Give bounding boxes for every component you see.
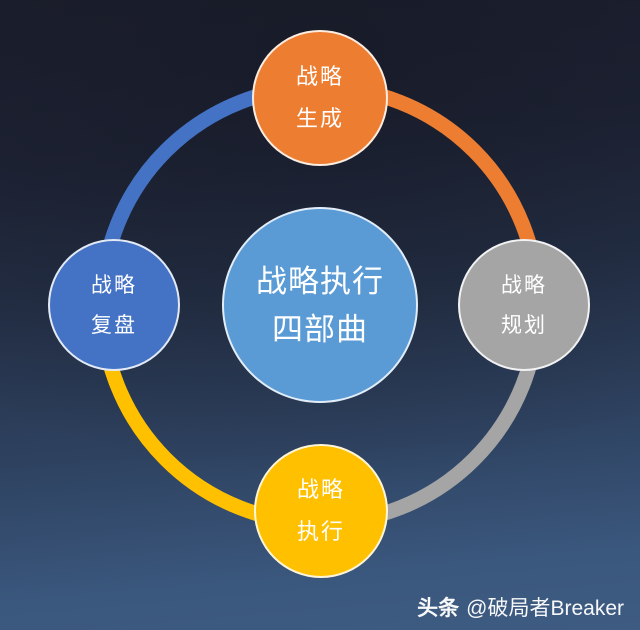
watermark: 头条 @破局者Breaker [417,592,624,622]
node-circle-review[interactable]: 战略 复盘 [48,239,180,371]
node-generation-line1: 战略 [295,64,344,89]
center-circle-strategy-execution[interactable]: 战略执行 四部曲 [222,207,418,403]
node-review-line2: 复盘 [91,313,137,337]
node-generation-line2: 生成 [295,106,344,131]
watermark-brand: 头条 [417,597,460,620]
node-review-line1: 战略 [91,273,137,297]
node-circle-planning[interactable]: 战略 规划 [458,239,590,371]
node-planning-line1: 战略 [501,273,547,297]
watermark-handle: @破局者Breaker [466,597,624,620]
node-planning-line2: 规划 [501,313,547,337]
node-execution-line2: 执行 [296,519,345,544]
node-circle-execution[interactable]: 战略 执行 [254,444,388,578]
center-circle-line2: 四部曲 [272,311,368,347]
center-circle-line1: 战略执行 [256,263,384,299]
node-circle-generation[interactable]: 战略 生成 [252,30,388,166]
node-execution-line1: 战略 [296,477,345,502]
